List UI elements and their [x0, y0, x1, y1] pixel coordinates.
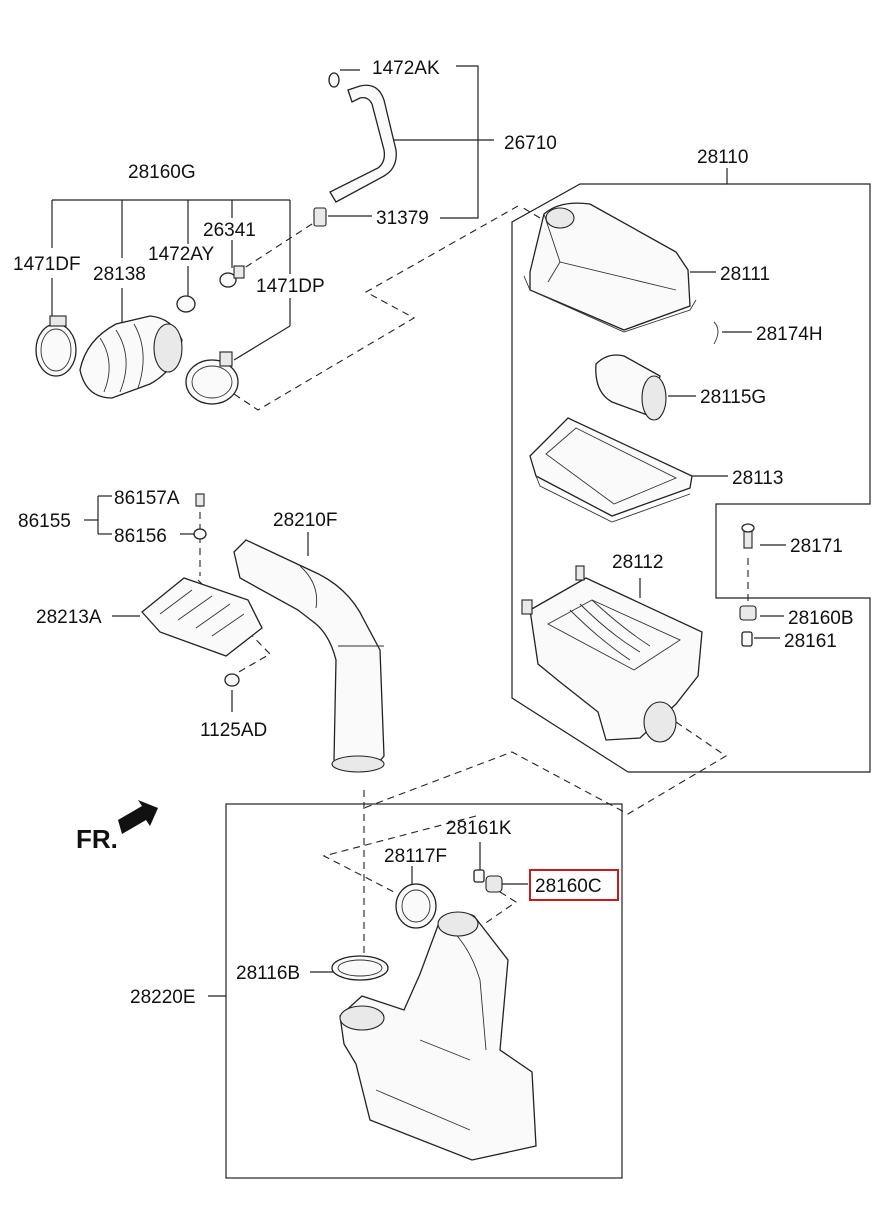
- label-1471dp[interactable]: 1471DP: [256, 276, 325, 297]
- label-28111[interactable]: 28111: [720, 264, 770, 285]
- label-28161[interactable]: 28161: [784, 631, 837, 652]
- fitting-26341-icon: [219, 265, 245, 288]
- label-86155[interactable]: 86155: [18, 511, 71, 532]
- hose-clamp-1471df-icon: [35, 315, 77, 377]
- label-28161k[interactable]: 28161K: [446, 818, 512, 839]
- resonator-28220e-icon: [339, 911, 537, 1161]
- grommet-28160b-icon: [739, 605, 757, 621]
- label-28171[interactable]: 28171: [790, 536, 843, 557]
- label-28116b[interactable]: 28116B: [236, 963, 300, 984]
- clamp-1472ak-icon: [328, 72, 340, 88]
- ring-28117f-icon: [395, 883, 437, 929]
- clip-86156-icon: [193, 528, 207, 540]
- label-28174h[interactable]: 28174H: [756, 324, 823, 345]
- label-26710[interactable]: 26710: [504, 133, 557, 154]
- bolt-1125ad-icon: [224, 673, 240, 687]
- label-28138[interactable]: 28138: [93, 264, 146, 285]
- leader-lines: [51, 65, 871, 1179]
- breather-hose-26710-icon: [329, 84, 397, 203]
- filter-element-28113-icon: [529, 417, 693, 523]
- label-28213a[interactable]: 28213A: [36, 607, 102, 628]
- air-cleaner-body-28112-icon: [521, 565, 703, 743]
- connector-31379-icon: [313, 207, 327, 227]
- label-31379[interactable]: 31379: [376, 208, 429, 229]
- front-arrow-icon: [118, 800, 158, 834]
- duct-28210f-icon: [233, 539, 385, 773]
- bracket-28213a-icon: [141, 577, 263, 657]
- front-direction-label: FR.: [76, 824, 118, 854]
- air-cleaner-cover-28111-icon: [523, 202, 697, 333]
- clamp-1472ay-icon: [176, 295, 196, 313]
- intake-hose-28138-icon: [79, 315, 183, 399]
- label-28113[interactable]: 28113: [732, 468, 783, 489]
- label-28110[interactable]: 28110: [697, 147, 748, 168]
- part-labels: 1472AK 26710 28160G 26341 31379 1471DF 2…: [13, 58, 854, 1008]
- ring-28116b-icon: [331, 955, 389, 981]
- highlight-box: [529, 869, 619, 901]
- label-28115g[interactable]: 28115G: [700, 387, 766, 408]
- clip-28174h-icon: [713, 321, 719, 345]
- bushing-28161k-icon: [473, 869, 485, 883]
- parts-drawings: [35, 72, 757, 1161]
- bolt-86157a-icon: [195, 493, 205, 507]
- label-28210f[interactable]: 28210F: [273, 510, 337, 531]
- bushing-28161-icon: [741, 631, 753, 647]
- label-28160c[interactable]: 28160C: [535, 876, 602, 897]
- grommet-28160c-icon: [485, 875, 503, 893]
- label-1471df[interactable]: 1471DF: [13, 254, 81, 275]
- bolt-28171-icon: [741, 523, 755, 549]
- label-26341[interactable]: 26341: [203, 220, 256, 241]
- label-28160b[interactable]: 28160B: [788, 608, 854, 629]
- label-1472ak[interactable]: 1472AK: [372, 58, 440, 79]
- label-28117f[interactable]: 28117F: [384, 846, 447, 867]
- label-28220e[interactable]: 28220E: [130, 987, 196, 1008]
- label-1472ay[interactable]: 1472AY: [148, 244, 215, 265]
- hose-clamp-1471dp-icon: [185, 351, 239, 405]
- label-1125ad[interactable]: 1125AD: [200, 720, 267, 741]
- label-28160g[interactable]: 28160G: [128, 162, 196, 183]
- label-28112[interactable]: 28112: [612, 552, 663, 573]
- label-86157a[interactable]: 86157A: [114, 488, 180, 509]
- label-86156[interactable]: 86156: [114, 526, 167, 547]
- tube-28115g-icon: [595, 354, 667, 421]
